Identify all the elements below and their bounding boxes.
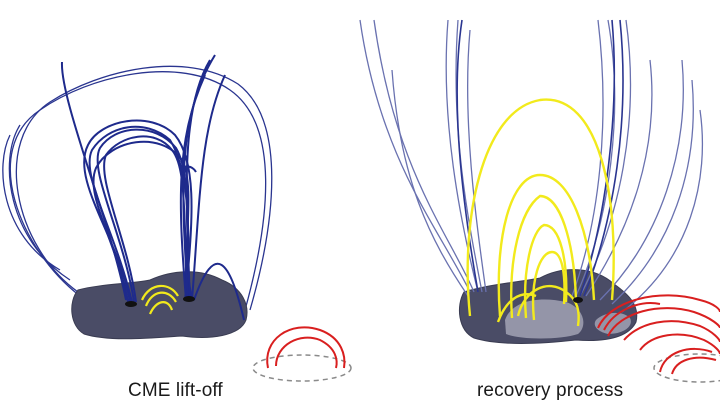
red-loop-system-left xyxy=(252,326,352,382)
red-loop-system-right xyxy=(597,294,720,383)
left-panel xyxy=(2,54,352,382)
dashed-footprint-right xyxy=(653,353,720,383)
dark-field-lines-right xyxy=(456,19,624,297)
open-field-lines-right xyxy=(359,19,703,313)
yellow-loops-left xyxy=(140,284,179,315)
dashed-footprint-left xyxy=(252,354,352,382)
yellow-flare-loops-right xyxy=(466,98,615,327)
flux-rope-left xyxy=(60,54,245,321)
footpoint-right xyxy=(573,297,583,303)
label-recovery-process: recovery process xyxy=(477,380,624,401)
footpoints-left xyxy=(125,296,195,307)
surface-region-left xyxy=(71,271,248,340)
right-panel xyxy=(359,19,720,383)
label-cme-lift-off: CME lift-off xyxy=(128,380,223,401)
outer-field-lines-left xyxy=(2,65,273,311)
